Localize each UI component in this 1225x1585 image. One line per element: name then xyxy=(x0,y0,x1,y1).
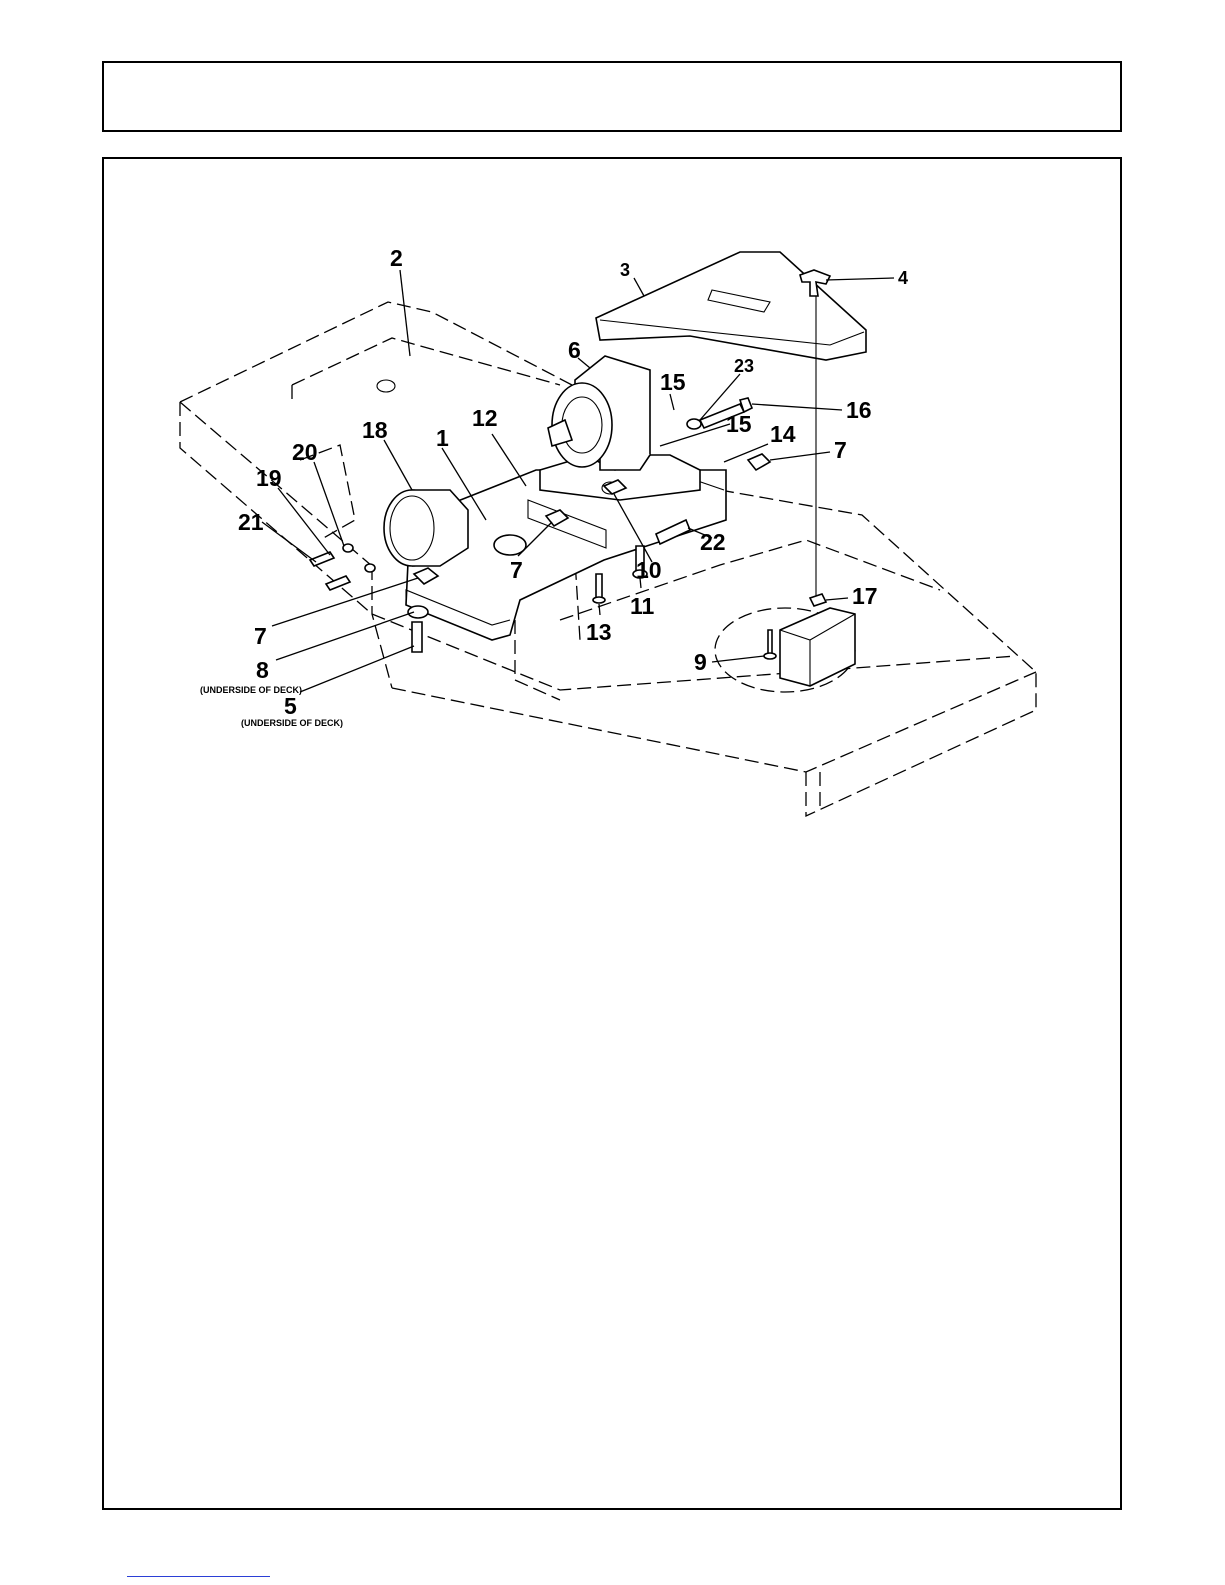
callout-8: 8 xyxy=(256,657,269,683)
callout-5: 5 xyxy=(284,693,297,719)
shield xyxy=(596,252,866,360)
callout-14: 14 xyxy=(770,421,796,447)
callout-6: 6 xyxy=(568,337,581,363)
callout-10: 10 xyxy=(636,557,662,583)
note-underside-8: (UNDERSIDE OF DECK) xyxy=(200,685,302,695)
callout-7-left: 7 xyxy=(254,623,267,649)
callout-21: 21 xyxy=(238,509,264,535)
note-underside-5: (UNDERSIDE OF DECK) xyxy=(241,718,343,728)
callout-19: 19 xyxy=(256,465,282,491)
callout-11: 11 xyxy=(630,593,655,619)
discharge-tube xyxy=(384,490,468,566)
callout-13: 13 xyxy=(586,619,612,645)
screw-9 xyxy=(764,630,776,659)
callout-9: 9 xyxy=(694,649,707,675)
callout-3: 3 xyxy=(620,260,630,280)
small-hardware xyxy=(310,544,375,590)
callout-15-lower: 15 xyxy=(726,411,752,437)
callout-17: 17 xyxy=(852,583,878,609)
callout-22: 22 xyxy=(700,529,726,555)
footer-link-underline[interactable] xyxy=(127,1576,270,1577)
callout-16: 16 xyxy=(846,397,872,423)
callout-1: 1 xyxy=(436,425,449,451)
callout-12: 12 xyxy=(472,405,498,431)
callout-18: 18 xyxy=(362,417,388,443)
callout-7-mid: 7 xyxy=(510,557,523,583)
callout-15-upper: 15 xyxy=(660,369,686,395)
callout-23: 23 xyxy=(734,356,754,376)
callout-2: 2 xyxy=(390,245,403,271)
callout-4: 4 xyxy=(898,268,908,288)
callout-20: 20 xyxy=(292,439,318,465)
callout-7-right: 7 xyxy=(834,437,847,463)
